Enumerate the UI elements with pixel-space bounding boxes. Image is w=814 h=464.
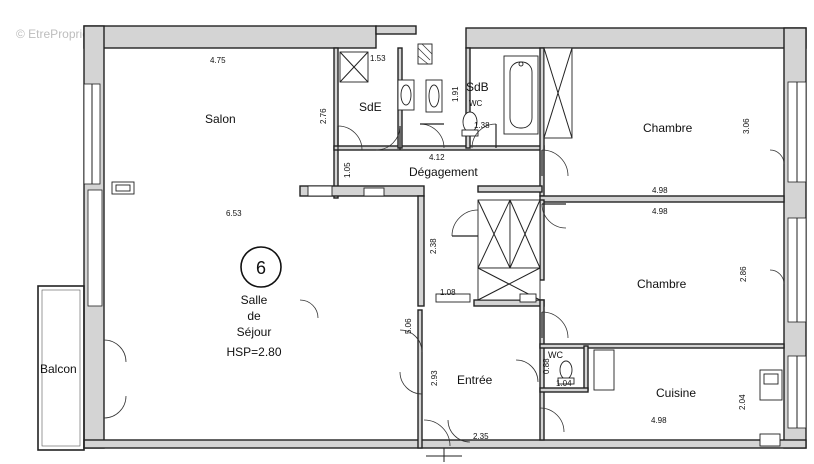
interior-walls — [299, 47, 785, 449]
cupboards — [435, 199, 541, 303]
dim-sejour-height: 5.06 — [404, 318, 413, 334]
sanitary-fixtures — [339, 43, 783, 401]
room-sde: SdE — [359, 100, 382, 114]
room-sejour-line2: de — [247, 309, 261, 323]
room-sejour-line1: Salle — [241, 293, 268, 307]
room-degagement: Dégagement — [409, 165, 478, 179]
radiators — [111, 181, 781, 447]
dim-degagement-height: 1.05 — [343, 162, 352, 178]
dim-sejour-depth: 6.53 — [226, 209, 242, 218]
room-chambre-1: Chambre — [643, 121, 693, 135]
dim-sde-height: 2.76 — [319, 108, 328, 124]
dim-cuisine-height: 2.04 — [738, 394, 747, 410]
dim-chambre1-width: 4.98 — [652, 186, 668, 195]
room-sdb: SdB — [466, 80, 489, 94]
dim-cuisine-width: 4.98 — [651, 416, 667, 425]
dim-degagement-width: 4.12 — [429, 153, 445, 162]
dim-entree-placard: 1.08 — [440, 288, 456, 297]
dim-wc-width: 1.04 — [556, 379, 572, 388]
dim-sdb-height: 1.91 — [451, 86, 460, 102]
dim-chambre1-height: 3.06 — [742, 118, 751, 134]
dim-entree-height: 2.93 — [430, 370, 439, 386]
doors — [103, 123, 785, 447]
dim-chambre2-width: 4.98 — [652, 207, 668, 216]
dim-salon-width: 4.75 — [210, 56, 226, 65]
room-number: 6 — [256, 258, 266, 278]
dimension-labels: 4.75 1.53 2.76 1.91 1.38 3.06 4.12 1.05 … — [210, 54, 751, 441]
dim-entree-width: 2.35 — [473, 432, 489, 441]
dim-wc-height: 0.88 — [542, 358, 551, 374]
dim-sde-width: 1.53 — [370, 54, 386, 63]
exterior-walls — [83, 25, 807, 449]
room-chambre-2: Chambre — [637, 277, 687, 291]
room-wc-bottom: WC — [548, 350, 563, 360]
room-number-circle — [240, 246, 282, 288]
room-cuisine: Cuisine — [656, 386, 696, 400]
balcony — [37, 285, 85, 451]
windows — [83, 81, 807, 429]
room-balcon: Balcon — [40, 362, 77, 376]
dim-placard-height: 2.38 — [429, 238, 438, 254]
room-labels: Salon SdE SdB WC Chambre Dégagement 6 Sa… — [40, 80, 696, 400]
room-sejour-hsp: HSP=2.80 — [226, 345, 281, 359]
room-salon: Salon — [205, 112, 236, 126]
room-wc-top: WC — [469, 99, 483, 108]
room-entree: Entrée — [457, 373, 493, 387]
room-sejour-line3: Séjour — [237, 325, 272, 339]
dim-sdb-width: 1.38 — [474, 121, 490, 130]
dim-chambre2-height: 2.86 — [739, 266, 748, 282]
entrance-marker — [426, 448, 462, 462]
